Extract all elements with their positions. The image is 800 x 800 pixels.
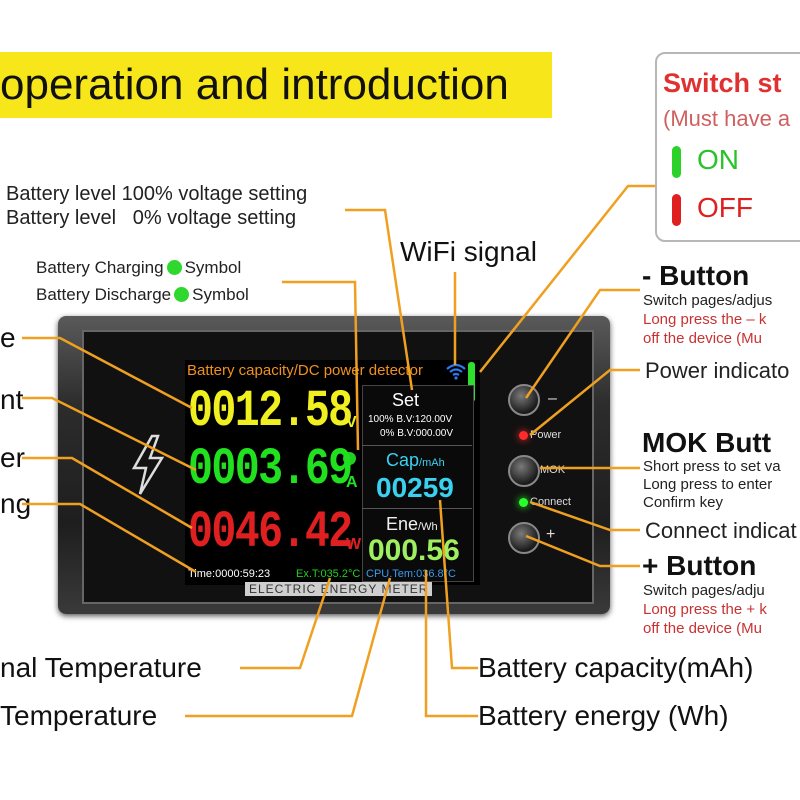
wifi-icon	[446, 363, 466, 380]
power-indicator-label: Power indicato	[645, 358, 790, 383]
annotation-cpu-temp: Temperature	[0, 700, 158, 731]
annotation-energy: Battery energy (Wh)	[478, 700, 729, 731]
on-label: ON	[697, 144, 739, 175]
mok-button-desc-1: Short press to set va	[643, 458, 781, 475]
annotation-left-power: er	[0, 442, 25, 473]
device-brand: ELECTRIC ENERGY METER	[245, 582, 433, 596]
lightning-icon	[131, 434, 165, 495]
mok-button-label: MOK	[540, 464, 566, 476]
minus-button-desc-1: Switch pages/adjus	[643, 292, 773, 309]
switch-status-subtitle: (Must have a	[663, 106, 791, 131]
minus-button-desc-2: Long press the – k	[643, 311, 767, 328]
discharge-arrow-icon	[174, 287, 190, 302]
mok-button-title: MOK Butt	[642, 427, 772, 458]
minus-button-desc-3: off the device (Mu	[643, 330, 762, 347]
charge-direction-icon	[343, 452, 356, 465]
info-panel	[362, 385, 474, 582]
plus-button-desc-3: off the device (Mu	[643, 620, 762, 637]
screen-scrollbar	[468, 362, 475, 402]
switch-status-title: Switch st	[663, 68, 782, 98]
current-unit: A	[346, 474, 358, 491]
voltage-unit: V	[346, 414, 357, 431]
charging-arrow-icon	[166, 260, 182, 275]
capacity-label: Cap/mAh	[386, 450, 445, 470]
annotation-battery-0: Battery level 0% voltage setting	[6, 207, 297, 229]
connect-led	[519, 498, 528, 507]
capacity-value: 00259	[376, 472, 454, 503]
external-temp-readout: Ex.T:035.2°C	[296, 568, 361, 580]
minus-button-title: - Button	[642, 260, 750, 291]
annotation-wifi: WiFi signal	[400, 236, 537, 267]
annotation-left-voltage: e	[0, 322, 16, 353]
energy-value: 000.56	[368, 534, 460, 567]
panel-divider	[362, 445, 472, 446]
power-reading: 0046.42	[188, 503, 353, 562]
minus-button[interactable]	[508, 384, 540, 416]
page-title: operation and introduction	[0, 60, 509, 109]
mok-button[interactable]	[508, 455, 540, 487]
power-led	[519, 431, 528, 440]
on-indicator-icon	[672, 146, 681, 178]
annotation-external-temp: nal Temperature	[0, 652, 202, 683]
panel-divider	[362, 508, 472, 509]
voltage-reading: 0012.58	[188, 382, 353, 441]
connect-indicator-label: Connect indicat	[645, 518, 797, 543]
connect-led-label: Connect	[530, 496, 571, 508]
set-line-0: 0% B.V:000.00V	[380, 428, 454, 439]
plus-button[interactable]	[508, 522, 540, 554]
plus-button-title: + Button	[642, 550, 757, 581]
off-indicator-icon	[672, 194, 681, 226]
plus-button-desc-1: Switch pages/adju	[643, 582, 765, 599]
set-line-100: 100% B.V:120.00V	[368, 414, 453, 425]
set-title: Set	[392, 390, 420, 410]
annotation-left-time: ng	[0, 488, 32, 519]
annotation-capacity: Battery capacity(mAh)	[478, 652, 754, 683]
current-reading: 0003.69	[188, 440, 353, 499]
cpu-temp-readout: CPU.Tem:036.8°C	[366, 568, 456, 580]
plus-button-desc-2: Long press the + k	[643, 601, 767, 618]
title-banner	[0, 52, 552, 118]
off-label: OFF	[697, 192, 753, 223]
mok-button-desc-3: Confirm key	[643, 494, 724, 511]
power-unit: W	[346, 536, 362, 553]
mok-button-desc-2: Long press to enter	[643, 476, 773, 493]
power-led-label: Power	[530, 429, 562, 441]
minus-sign: –	[548, 390, 557, 407]
plus-sign: +	[546, 526, 556, 543]
runtime-readout: Time:0000:59:23	[188, 568, 271, 580]
screen-title: Battery capacity/DC power detector	[187, 362, 423, 379]
annotation-left-current: nt	[0, 384, 24, 415]
annotation-battery-100: Battery level 100% voltage setting	[6, 183, 308, 205]
energy-label: Ene/Wh	[386, 514, 438, 534]
